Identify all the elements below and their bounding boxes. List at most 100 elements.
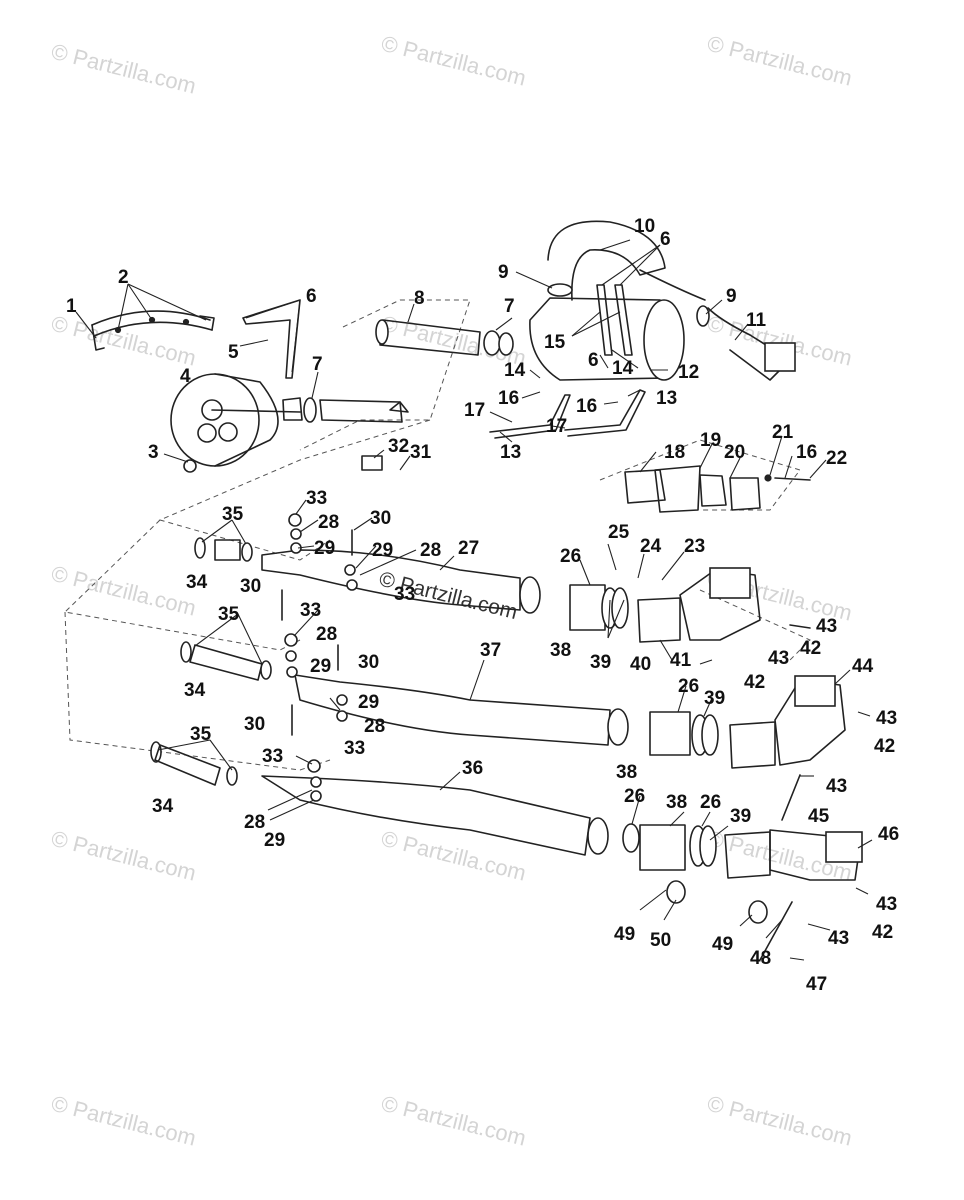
callout-label: 44	[852, 656, 874, 677]
callout-label: 35	[222, 504, 244, 525]
watermark: © Partzilla.com	[49, 39, 199, 99]
watermark: © Partzilla.com	[379, 1091, 529, 1151]
callout-label: 3	[148, 442, 159, 463]
callout-label: 34	[184, 680, 206, 701]
callout-label: 37	[480, 640, 501, 661]
callout-label: 42	[800, 638, 821, 659]
callout-label: 42	[872, 922, 893, 943]
leader-lines	[75, 239, 873, 961]
callout-label: 50	[650, 930, 671, 951]
callout-label: 20	[724, 442, 745, 463]
callout-label: 38	[616, 762, 637, 783]
callout-label: 28	[364, 716, 385, 737]
callout-label: 33	[262, 746, 283, 767]
callout-label: 43	[768, 648, 789, 669]
callout-label: 24	[640, 536, 662, 557]
callout-label: 19	[700, 430, 721, 451]
callout-label: 30	[370, 508, 391, 529]
callout-label: 28	[420, 540, 441, 561]
pipe-row-1	[194, 537, 761, 643]
heat-shield-support	[242, 299, 301, 379]
callout-label: 31	[410, 442, 432, 463]
callout-label: 9	[726, 286, 737, 307]
callout-label: 29	[358, 692, 379, 713]
callout-label: 42	[744, 672, 765, 693]
callout-label: 43	[876, 708, 897, 729]
callout-label: 5	[228, 342, 239, 363]
callout-label: 21	[772, 422, 794, 443]
watermark: © Partzilla.com	[705, 1091, 855, 1151]
callout-label: 40	[630, 654, 651, 675]
callout-label: 38	[666, 792, 687, 813]
pipe-row-3	[150, 741, 863, 924]
callout-label: 49	[712, 934, 733, 955]
callout-label: 33	[306, 488, 327, 509]
callout-label: 34	[152, 796, 174, 817]
callout-label: 26	[624, 786, 645, 807]
callout-label: 43	[816, 616, 837, 637]
callout-label: 12	[678, 362, 699, 383]
callout-label: 33	[300, 600, 321, 621]
callout-label: 17	[546, 416, 567, 437]
callout-label: 47	[806, 974, 827, 995]
mounting-brackets	[489, 389, 646, 439]
callout-label: 4	[180, 366, 191, 387]
callout-label: 28	[318, 512, 339, 533]
callout-label: 33	[344, 738, 365, 759]
callout-label: 30	[358, 652, 379, 673]
callout-label: 10	[634, 216, 655, 237]
callout-label: 43	[828, 928, 849, 949]
callout-label: 23	[684, 536, 705, 557]
callout-label: 26	[700, 792, 721, 813]
muffler	[170, 373, 409, 473]
gasket-plates	[624, 465, 811, 513]
callout-label: 42	[874, 736, 895, 757]
callout-label: 28	[316, 624, 337, 645]
callout-label: 26	[560, 546, 581, 567]
fasteners	[281, 455, 811, 961]
callout-label: 30	[244, 714, 265, 735]
callout-label: 6	[306, 286, 317, 307]
callout-label: 28	[244, 812, 265, 833]
callout-label: 7	[504, 296, 515, 317]
callout-label: 18	[664, 442, 685, 463]
callout-label: 11	[746, 310, 767, 331]
watermark: © Partzilla.com	[49, 1091, 199, 1151]
callout-label: 43	[826, 776, 847, 797]
callout-label: 7	[312, 354, 323, 375]
callout-label: 32	[388, 436, 409, 457]
callout-label: 6	[588, 350, 599, 371]
callout-label: 17	[464, 400, 485, 421]
callout-label: 6	[660, 229, 671, 250]
callout-label: 29	[314, 538, 335, 559]
callout-label: 22	[826, 448, 847, 469]
callout-label: 27	[458, 538, 479, 559]
callout-label: 29	[310, 656, 331, 677]
callout-label: 36	[462, 758, 483, 779]
callout-labels: 1 2 3 4 5 6 7 8 9 10 6 9 11 7 15 6 14 14…	[66, 216, 899, 995]
callout-label: 15	[544, 332, 566, 353]
expansion-chamber	[529, 220, 796, 381]
callout-label: 34	[186, 572, 208, 593]
callout-label: 33	[394, 584, 415, 605]
callout-label: 13	[656, 388, 677, 409]
callout-label: 13	[500, 442, 521, 463]
callout-label: 1	[66, 296, 77, 317]
pipe-row-2	[180, 641, 846, 769]
callout-label: 49	[614, 924, 635, 945]
callout-label: 14	[504, 360, 526, 381]
callout-label: 2	[118, 267, 129, 288]
callout-label: 39	[730, 806, 751, 827]
callout-label: 43	[876, 894, 897, 915]
callout-label: 46	[878, 824, 899, 845]
callout-label: 25	[608, 522, 630, 543]
callout-label: 16	[498, 388, 519, 409]
callout-label: 29	[264, 830, 285, 851]
callout-label: 39	[704, 688, 725, 709]
callout-label: 39	[590, 652, 611, 673]
watermark: © Partzilla.com	[379, 31, 529, 91]
callout-label: 41	[670, 650, 692, 671]
watermark: © Partzilla.com	[49, 561, 199, 621]
head-pipe	[375, 319, 514, 356]
